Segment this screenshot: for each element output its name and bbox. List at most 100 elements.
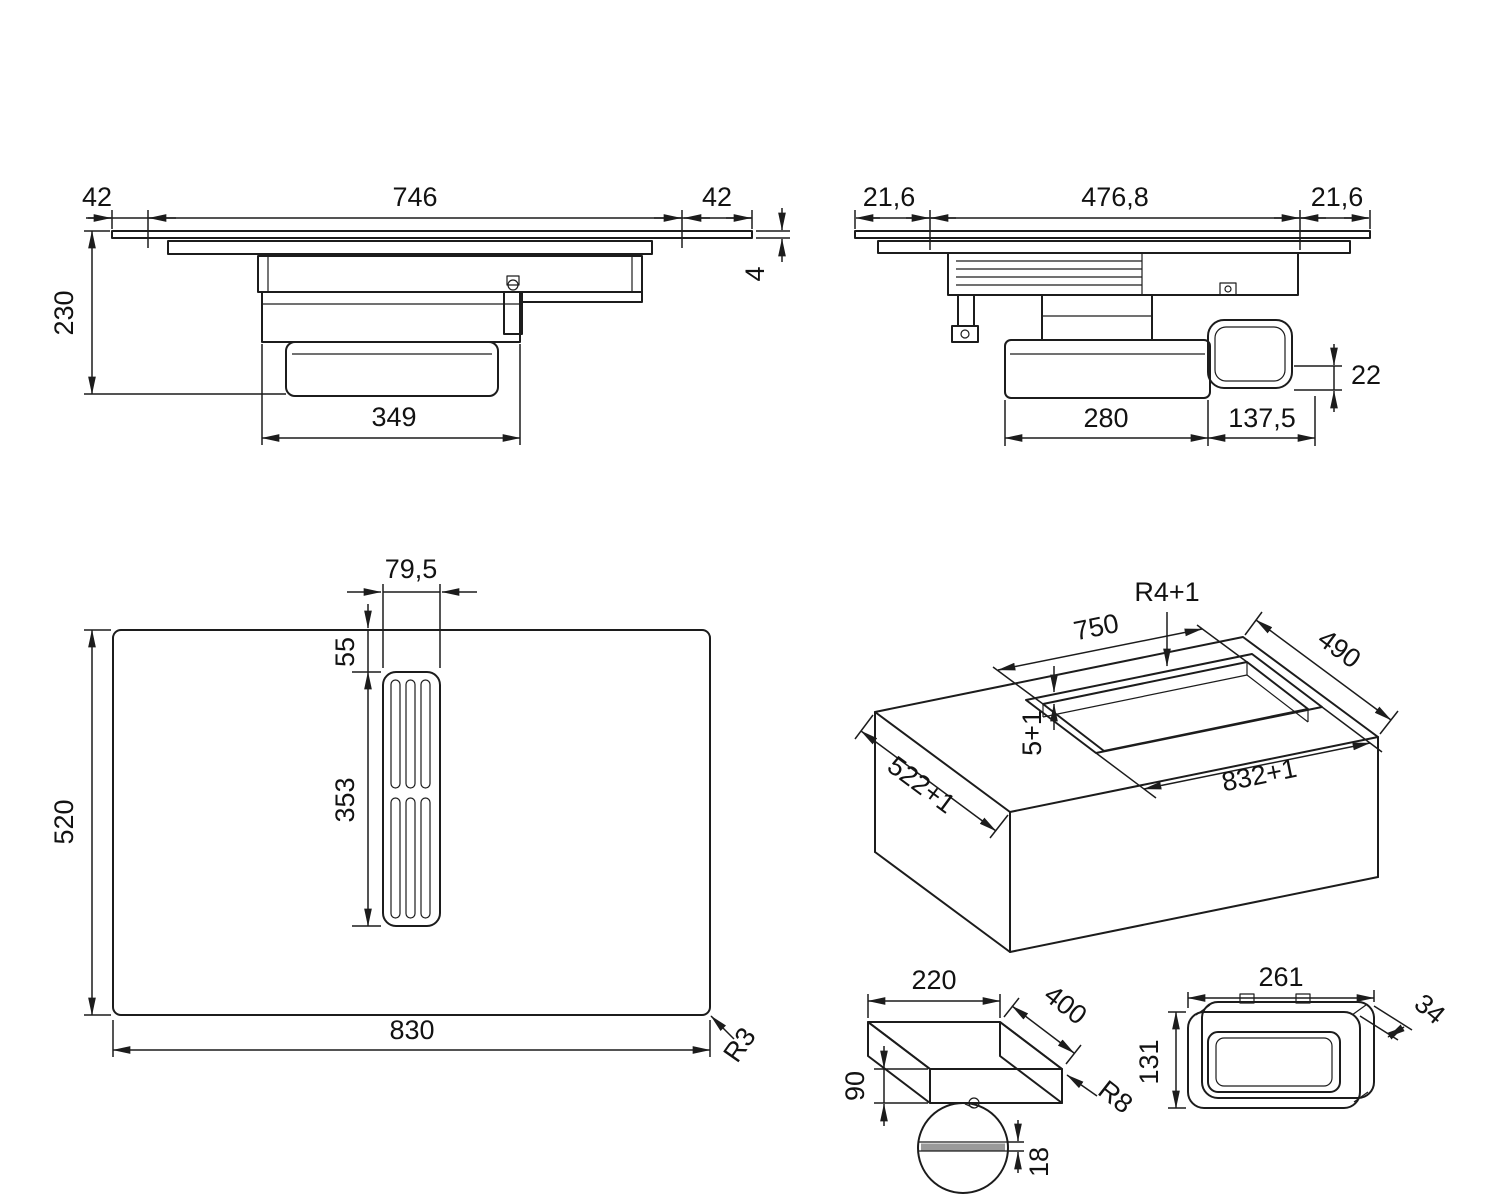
dim-rear-clearance: 22 (1294, 344, 1381, 412)
detail-circle (917, 1102, 1009, 1194)
dim-glass-thickness: 4 (740, 208, 790, 282)
dim-label-body-offset: 137,5 (1228, 403, 1296, 433)
dim-label-duct-height: 90 (840, 1071, 870, 1101)
plan-view: 79,5 55 353 520 830 R3 (49, 554, 762, 1068)
grille-slat (420, 679, 431, 789)
dim-label-grille-offset: 55 (330, 637, 360, 667)
under-frame (167, 240, 653, 255)
dim-label-top-width: 746 (392, 182, 437, 212)
dim-label-flange-width: 261 (1258, 962, 1303, 992)
under-frame (877, 240, 1351, 254)
hob-outline (112, 629, 711, 1016)
grille-slat (420, 797, 431, 919)
vent-grille (382, 671, 441, 927)
dim-label-overhang-left: 21,6 (863, 182, 916, 212)
dim-recess-radius: R4+1 (1134, 577, 1200, 667)
glass-panel (854, 230, 1371, 239)
plenum-box (947, 252, 1299, 296)
dim-label-grille-width: 79,5 (385, 554, 438, 584)
screw-icon (1224, 285, 1232, 293)
dim-label-duct-length: 400 (1039, 979, 1093, 1030)
dim-cutout-depth: 490 (1244, 611, 1399, 735)
dim-label-grille-length: 353 (330, 777, 360, 822)
recess-outline (1025, 653, 1323, 754)
dim-label-duct-width: 220 (911, 965, 956, 995)
outlet-flange-view: 261 34 131 (1134, 962, 1451, 1109)
dim-label-duct-radius: R8 (1093, 1074, 1139, 1119)
flange-corner-edge (1195, 1004, 1211, 1016)
plenum-box (257, 255, 643, 293)
flange-opening (1207, 1031, 1341, 1093)
motor-housing (261, 291, 521, 343)
grille-slat (405, 679, 416, 789)
dim-label-rear-clearance: 22 (1351, 360, 1381, 390)
flange-opening-inner (1215, 1037, 1333, 1087)
duct-right-face (999, 1021, 1063, 1104)
dim-flange-height: 131 (1134, 1011, 1186, 1109)
dim-label-body-width: 349 (371, 402, 416, 432)
dim-body-depth: 280 137,5 (1004, 396, 1316, 446)
side-chamber (1207, 319, 1293, 389)
side-elevation-view: 21,6 476,8 21,6 22 280 137,5 (854, 182, 1381, 446)
flange-corner-edge (1353, 1091, 1369, 1103)
dim-recess-depth: 5+1 (1017, 666, 1058, 756)
dim-label-recess-width: 832+1 (1219, 753, 1299, 798)
dim-label-cutout-width: 750 (1071, 608, 1121, 646)
dim-label-body-depth: 280 (1083, 403, 1128, 433)
dim-hob-width: 830 (112, 1015, 711, 1057)
motor-housing (1004, 339, 1211, 399)
foot (951, 325, 979, 343)
dim-label-glass-thickness: 4 (740, 266, 770, 281)
dim-label-flange-depth: 34 (1409, 988, 1451, 1030)
dim-corner-radius: R3 (710, 1015, 762, 1068)
detail-balloon: 18 (917, 1097, 1054, 1194)
dim-label-recess-radius: R4+1 (1134, 577, 1199, 607)
dim-label-recess-side: 522+1 (882, 750, 961, 819)
dim-top-depth: 21,6 476,8 21,6 (854, 182, 1371, 250)
foot-screw-icon (960, 329, 970, 339)
dim-grille-width: 79,5 (347, 554, 477, 668)
dim-label-overhang-left: 42 (82, 182, 112, 212)
dim-label-recess-depth: 5+1 (1017, 710, 1047, 756)
grille-slat (390, 797, 401, 919)
dim-duct-width: 220 (867, 965, 1001, 1018)
worktop-cutout-view: 750 R4+1 5+1 490 522+1 (854, 577, 1399, 953)
cutout-inner-wall (1042, 674, 1309, 723)
dim-grille-length: 55 353 (330, 604, 381, 927)
right-step (519, 291, 643, 303)
bracket (503, 291, 523, 335)
dim-cutout-width: 750 (992, 608, 1248, 705)
duct-front-face (929, 1068, 1063, 1104)
dim-duct-length: 400 (1003, 979, 1093, 1065)
detail-leader (964, 1103, 975, 1109)
screw-icon (507, 279, 519, 291)
screw-block (1219, 282, 1237, 296)
dim-recess-width: 832+1 (1095, 706, 1383, 799)
dim-label-flange-height: 131 (1134, 1039, 1164, 1084)
front-elevation-view: 42 746 42 4 230 349 (49, 182, 790, 445)
dim-label-installed-depth: 230 (49, 290, 79, 335)
dim-label-wall-detail: 18 (1024, 1147, 1054, 1177)
grille-slat (405, 797, 416, 919)
bracket-cap (506, 275, 520, 286)
dim-hob-depth: 520 (49, 629, 111, 1016)
grille-slat (390, 679, 401, 789)
worktop-bottom-edge (874, 851, 1379, 953)
dim-duct-height: 90 (840, 1046, 928, 1126)
flange-corner-edge (1351, 1004, 1367, 1016)
dim-body-width: 349 (261, 344, 521, 445)
dim-flange-width: 261 (1187, 962, 1375, 1008)
dim-label-overhang-right: 21,6 (1311, 182, 1364, 212)
dim-label-cutout-depth: 490 (1312, 623, 1366, 674)
duct-box (285, 341, 499, 397)
glass-panel (111, 230, 753, 239)
dim-label-top-depth: 476,8 (1081, 182, 1149, 212)
dim-top-width: 42 746 42 (82, 182, 753, 248)
flange-front-outline (1187, 1011, 1361, 1109)
dim-label-hob-depth: 520 (49, 799, 79, 844)
duct-adapter-view: 220 400 90 R8 (840, 965, 1139, 1194)
dim-label-hob-width: 830 (389, 1015, 434, 1045)
duct-top-face (867, 1021, 1063, 1070)
dim-installed-depth: 230 (49, 230, 286, 395)
